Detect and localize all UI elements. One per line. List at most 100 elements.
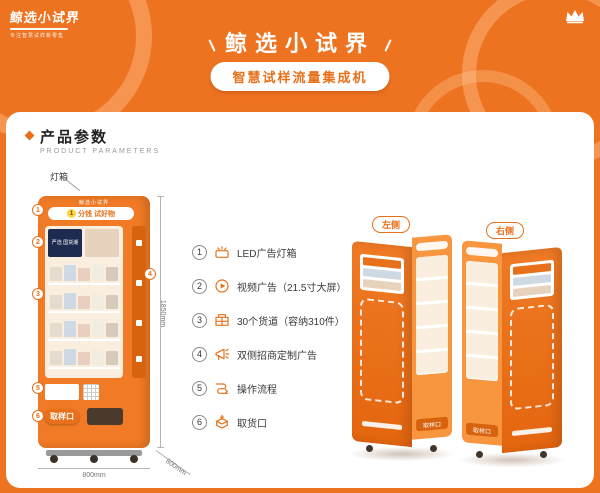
side-poster bbox=[360, 253, 404, 295]
pickup-slot bbox=[87, 408, 123, 425]
led-lightbox-icon bbox=[214, 244, 230, 260]
front-header-bar bbox=[466, 246, 498, 258]
caster-wheel bbox=[430, 445, 437, 452]
feature-number: 5 bbox=[192, 380, 207, 396]
machine-front-sliver: 取样口 bbox=[462, 240, 502, 446]
vending-machine-right-side-view: 取样口 bbox=[454, 240, 570, 468]
banner-badge: 1 bbox=[67, 209, 77, 218]
operation-panel bbox=[45, 384, 123, 400]
feature-row: 3 30个货道（容纳310件） bbox=[192, 308, 357, 332]
vending-machine-left-side-view: 取样口 bbox=[344, 234, 460, 462]
pickup-label: 取样口 bbox=[466, 422, 498, 438]
caster-wheel bbox=[90, 455, 98, 463]
caster-wheel bbox=[130, 455, 138, 463]
width-dimension-label: 800mm bbox=[82, 472, 106, 479]
qr-code bbox=[83, 384, 99, 400]
custom-ad-space bbox=[510, 303, 554, 411]
side-caption-line bbox=[362, 420, 402, 431]
right-side-view-label: 右侧 bbox=[486, 222, 525, 239]
pickup-label: 取样口 bbox=[45, 409, 79, 424]
front-glass bbox=[416, 254, 448, 376]
machine-shadow bbox=[454, 452, 570, 468]
caster-wheel bbox=[476, 451, 483, 458]
height-dimension-label: 1850mm bbox=[159, 299, 167, 328]
video-ad-icon bbox=[214, 278, 230, 294]
feature-row: 4 双侧招商定制广告 bbox=[192, 342, 357, 366]
callout-2: 2 bbox=[32, 236, 44, 248]
caster-wheel bbox=[540, 451, 547, 458]
machine-shadow bbox=[344, 446, 460, 462]
logo-underline bbox=[10, 28, 68, 30]
feature-row: 5 操作流程 bbox=[192, 376, 357, 400]
side-ad-icon bbox=[214, 346, 230, 362]
subtitle-pill: 智慧试样流量集成机 bbox=[210, 62, 390, 91]
crown-icon bbox=[564, 8, 586, 29]
title-decoration-left bbox=[208, 38, 216, 52]
machine-front-sliver: 取样口 bbox=[412, 234, 452, 440]
pickup-area: 取样口 bbox=[45, 406, 123, 428]
lightbox-leader-line bbox=[63, 177, 81, 192]
screen-poster: 严选 国货潮 bbox=[48, 229, 82, 257]
page-title: 鲸选小试界 bbox=[0, 26, 600, 58]
caster-wheel bbox=[366, 445, 373, 452]
machine-side-panel bbox=[502, 246, 562, 454]
brand-logo-text: 鲸选小试界 bbox=[9, 10, 81, 25]
feature-list: 1 LED广告灯箱 2 视频广告（21.5寸大屏） 3 bbox=[192, 240, 357, 444]
feature-label: 取货口 bbox=[237, 418, 267, 430]
front-glass bbox=[466, 260, 498, 382]
left-side-view-label: 左侧 bbox=[372, 216, 411, 233]
caster-wheel bbox=[50, 455, 58, 463]
banner-text: 分钱 试好物 bbox=[78, 210, 115, 218]
machine-banner: 1 分钱 试好物 bbox=[48, 207, 134, 220]
shelf-row bbox=[48, 344, 120, 369]
feature-number: 1 bbox=[192, 244, 207, 260]
side-poster bbox=[510, 259, 554, 301]
side-caption-line bbox=[512, 426, 552, 437]
depth-dimension-label: 800mm bbox=[164, 457, 188, 478]
feature-label: 视频广告（21.5寸大屏） bbox=[237, 282, 347, 294]
machine-side-panel bbox=[352, 240, 412, 448]
brand-logo: 鲸选小试界 专注智慧试样新零售 bbox=[9, 7, 81, 39]
pickup-label: 取样口 bbox=[416, 416, 448, 432]
callout-3: 3 bbox=[32, 288, 44, 300]
vending-machine-front-view: 鲸选小试界 1 分钱 试好物 严选 国货潮 取样口 bbox=[32, 196, 156, 463]
feature-row: 2 视频广告（21.5寸大屏） bbox=[192, 274, 357, 298]
callout-1: 1 bbox=[32, 204, 44, 216]
callout-6: 6 bbox=[32, 410, 44, 422]
feature-number: 3 bbox=[192, 312, 207, 328]
feature-label: 双侧招商定制广告 bbox=[237, 350, 317, 362]
feature-number: 2 bbox=[192, 278, 207, 294]
shelf-row bbox=[48, 316, 120, 341]
lightbox-callout-label: 灯箱 bbox=[50, 172, 69, 182]
feature-row: 6 取货口 bbox=[192, 410, 357, 434]
logo-tagline: 专注智慧试样新零售 bbox=[10, 33, 65, 39]
machine-brand-text: 鲸选小试界 bbox=[78, 200, 109, 206]
machine-glass-door: 严选 国货潮 bbox=[45, 226, 123, 378]
custom-ad-space bbox=[360, 297, 404, 405]
callout-5: 5 bbox=[32, 382, 44, 394]
height-dimension-line bbox=[157, 196, 164, 448]
goods-channel-icon bbox=[214, 312, 230, 328]
feature-row: 1 LED广告灯箱 bbox=[192, 240, 357, 264]
section-bullet-icon bbox=[24, 130, 35, 141]
front-header-bar bbox=[416, 240, 448, 252]
content-card: 产品参数 PRODUCT PARAMETERS 灯箱 鲸选小试界 1 分钱 试好… bbox=[6, 112, 594, 488]
pickup-port-icon bbox=[214, 414, 230, 430]
operation-flow-icon bbox=[214, 380, 230, 396]
feature-label: 30个货道（容纳310件） bbox=[237, 316, 345, 328]
machine-base bbox=[46, 450, 142, 456]
width-dimension-line bbox=[38, 468, 150, 469]
shelf-row bbox=[48, 260, 120, 285]
operation-screen bbox=[45, 384, 79, 400]
feature-number: 4 bbox=[192, 346, 207, 362]
shelf-row bbox=[48, 288, 120, 313]
title-decoration-right bbox=[384, 38, 392, 52]
section-title: 产品参数 bbox=[40, 129, 109, 146]
machine-side-strip bbox=[132, 226, 146, 378]
poster-image bbox=[85, 229, 119, 257]
page-title-text: 鲸选小试界 bbox=[224, 31, 375, 56]
callout-4: 4 bbox=[144, 268, 156, 280]
feature-label: 操作流程 bbox=[237, 384, 277, 396]
feature-label: LED广告灯箱 bbox=[237, 248, 297, 260]
